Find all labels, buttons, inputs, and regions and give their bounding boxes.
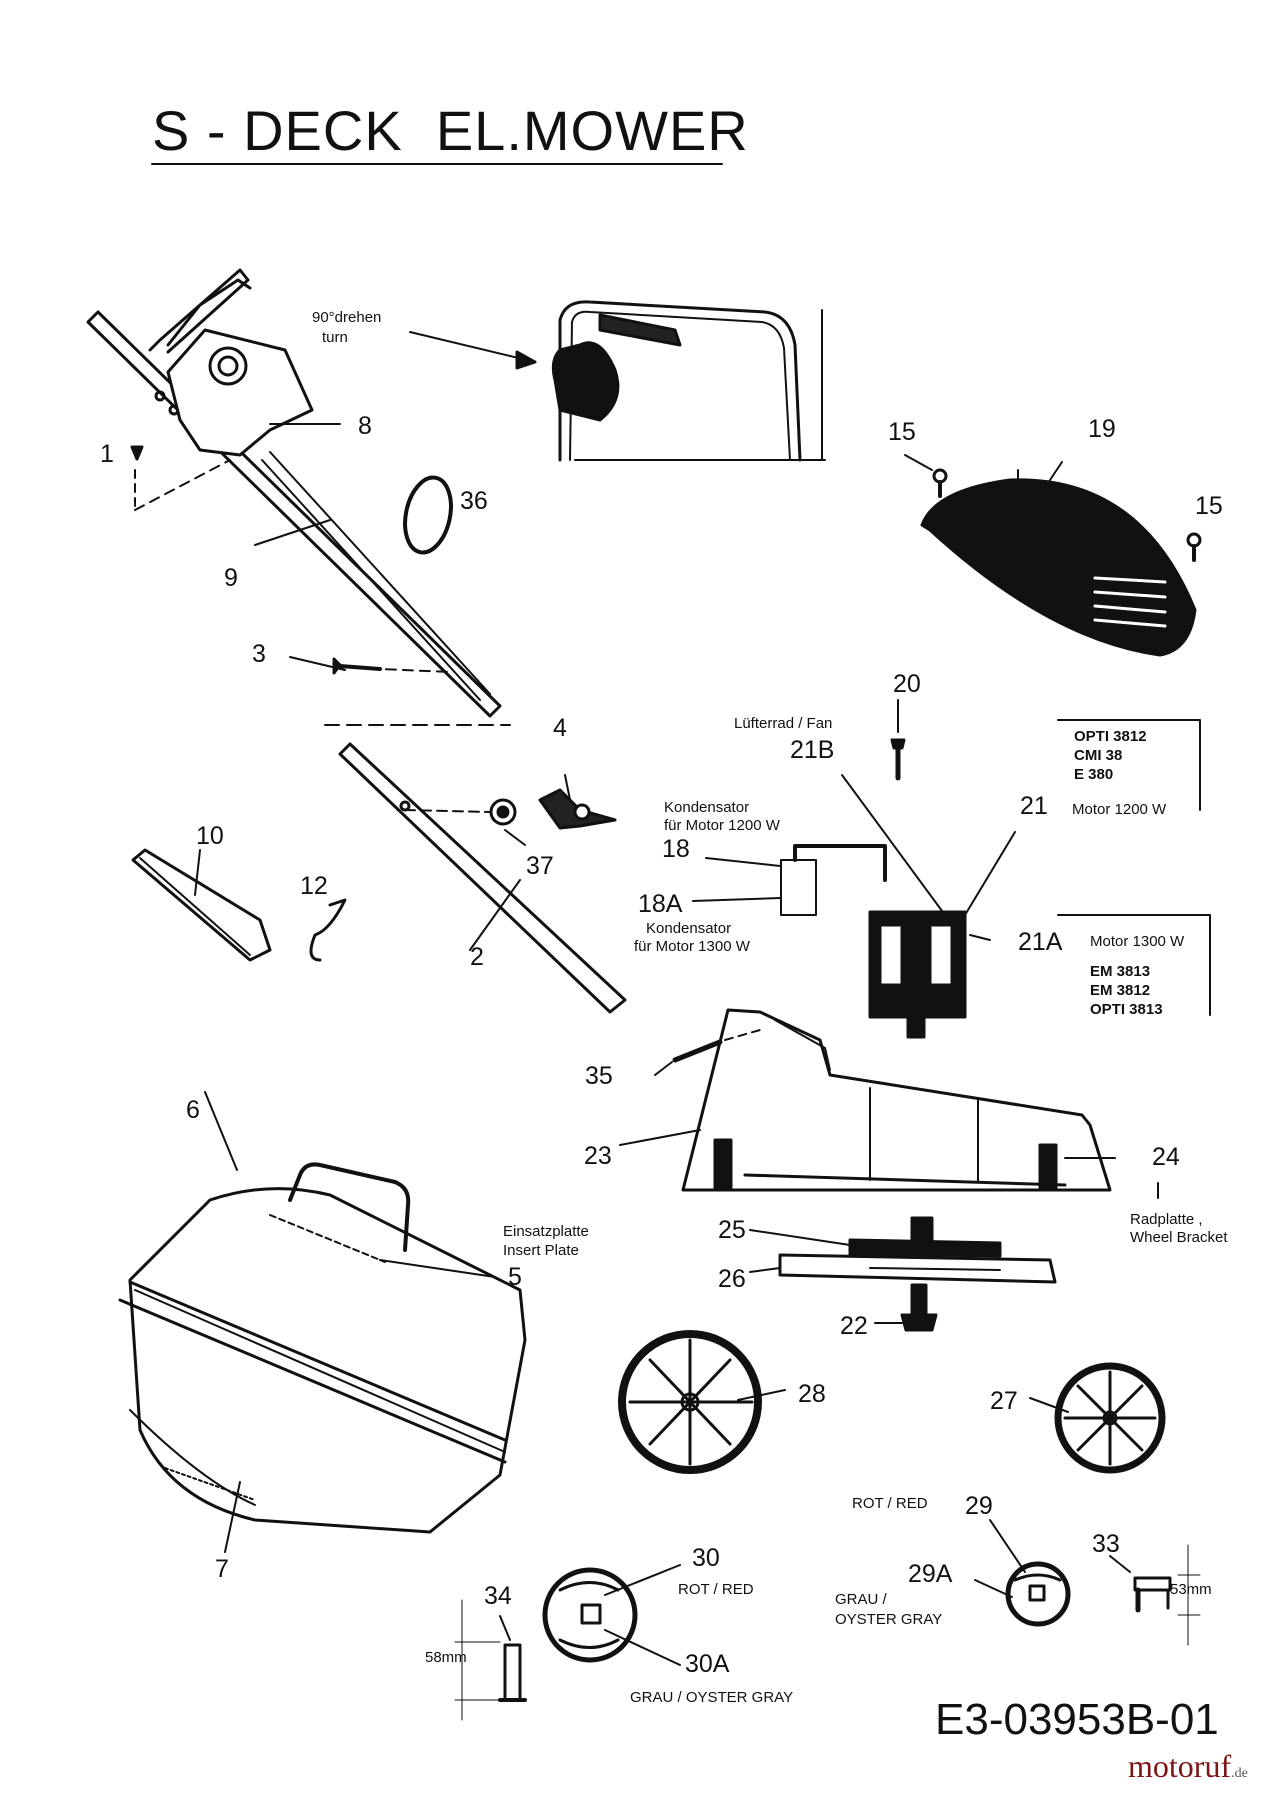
washer-37-part xyxy=(489,798,517,826)
dimension-58mm: 58mm xyxy=(425,1649,467,1666)
note-motor-1200: Motor 1200 W xyxy=(1072,801,1167,818)
watermark-brand: motoruf xyxy=(1128,1748,1232,1784)
note-red-29: ROT / RED xyxy=(852,1495,928,1512)
callout-15-left: 15 xyxy=(888,418,916,446)
callout-30: 30 xyxy=(692,1544,720,1572)
model-em-3813: EM 3813 xyxy=(1090,963,1151,980)
callout-15-right: 15 xyxy=(1195,492,1223,520)
callout-1: 1 xyxy=(100,440,114,468)
callout-21a: 21A xyxy=(1018,928,1063,956)
models-1300-bracket xyxy=(1057,914,1211,1016)
callout-36: 36 xyxy=(460,487,488,515)
note-gray-29-l2: OYSTER GRAY xyxy=(835,1611,943,1628)
note-turn-de: 90°drehen xyxy=(312,309,382,326)
callout-35: 35 xyxy=(585,1062,613,1090)
rear-wheel-part xyxy=(618,1330,786,1474)
callout-21: 21 xyxy=(1020,792,1048,820)
callout-8: 8 xyxy=(358,412,372,440)
note-capacitor-1200-l2: für Motor 1200 W xyxy=(664,817,780,834)
model-opti-3812: OPTI 3812 xyxy=(1074,728,1147,745)
note-red-30: ROT / RED xyxy=(678,1581,754,1598)
model-cmi-38: CMI 38 xyxy=(1074,747,1123,764)
discharge-flap-part xyxy=(131,848,272,962)
callout-3: 3 xyxy=(252,640,266,668)
lower-handle-part xyxy=(338,742,627,1014)
callout-10: 10 xyxy=(196,822,224,850)
note-gray-30: GRAU / OYSTER GRAY xyxy=(630,1689,794,1706)
model-e-380: E 380 xyxy=(1074,766,1114,783)
model-em-3812: EM 3812 xyxy=(1090,982,1151,999)
spring-12-part xyxy=(309,898,347,962)
note-capacitor-1300-l2: für Motor 1300 W xyxy=(634,938,750,955)
watermark-tld: .de xyxy=(1231,1766,1248,1781)
page-title: S - DECK EL.MOWER xyxy=(152,99,749,162)
axle-pin-34-part xyxy=(503,1643,522,1702)
upper-handle-part xyxy=(86,268,502,718)
motor-part xyxy=(841,774,1016,1039)
note-wheel-bracket-en: Wheel Bracket xyxy=(1130,1229,1228,1246)
callout-18: 18 xyxy=(662,835,690,863)
callout-37: 37 xyxy=(526,852,554,880)
note-capacitor-1300-l1: Kondensator xyxy=(646,920,732,937)
callout-9: 9 xyxy=(224,564,238,592)
callout-21b: 21B xyxy=(790,736,835,764)
callout-24: 24 xyxy=(1152,1143,1180,1171)
clip-36-part xyxy=(403,475,453,555)
callout-2: 2 xyxy=(470,943,484,971)
note-capacitor-1200-l1: Kondensator xyxy=(664,799,750,816)
fan-part xyxy=(848,1238,1002,1258)
callout-5: 5 xyxy=(508,1263,522,1291)
note-insert-plate-de: Einsatzplatte xyxy=(503,1223,589,1240)
capacitor-part xyxy=(780,859,817,916)
callout-33: 33 xyxy=(1092,1530,1120,1558)
callout-27: 27 xyxy=(990,1387,1018,1415)
blade-bolt-part xyxy=(910,1283,928,1319)
callout-29a: 29A xyxy=(908,1560,953,1588)
note-gray-29-l1: GRAU / xyxy=(835,1591,887,1608)
grass-catcher-part xyxy=(118,1091,527,1553)
switch-box-part xyxy=(166,328,314,457)
handle-turn-inset xyxy=(409,300,826,462)
deck-housing-part xyxy=(619,1008,1159,1199)
models-1200-bracket xyxy=(1057,719,1201,811)
callout-30a: 30A xyxy=(685,1650,730,1678)
hubcap-29-part xyxy=(974,1519,1071,1627)
callout-34: 34 xyxy=(484,1582,512,1610)
models-1200-list: OPTI 3812 CMI 38 E 380 xyxy=(1074,727,1147,784)
callout-23: 23 xyxy=(584,1142,612,1170)
document-id: E3-03953B-01 xyxy=(935,1695,1219,1744)
callout-22: 22 xyxy=(840,1312,868,1340)
callout-12: 12 xyxy=(300,872,328,900)
front-wheel-part xyxy=(1029,1362,1166,1474)
motor-cover-part xyxy=(920,461,1197,657)
note-motor-1300: Motor 1300 W xyxy=(1090,933,1185,950)
models-1300-list: EM 3813 EM 3812 OPTI 3813 xyxy=(1090,962,1163,1019)
note-turn-en: turn xyxy=(322,329,348,346)
callout-4: 4 xyxy=(553,714,567,742)
watermark-logo: motoruf.de xyxy=(1128,1748,1248,1785)
callout-25: 25 xyxy=(718,1216,746,1244)
note-wheel-bracket-de: Radplatte , xyxy=(1130,1211,1203,1228)
callout-20: 20 xyxy=(893,670,921,698)
callout-28: 28 xyxy=(798,1380,826,1408)
axle-pin-33-part xyxy=(1133,1576,1172,1592)
callout-26: 26 xyxy=(718,1265,746,1293)
callout-6: 6 xyxy=(186,1096,200,1124)
callout-29: 29 xyxy=(965,1492,993,1520)
callout-19: 19 xyxy=(1088,415,1116,443)
note-insert-plate-en: Insert Plate xyxy=(503,1242,579,1259)
dimension-53mm: 53mm xyxy=(1170,1581,1212,1598)
callout-18a: 18A xyxy=(638,890,683,918)
note-fan: Lüfterrad / Fan xyxy=(734,715,833,732)
hubcap-30-part xyxy=(542,1564,681,1666)
callout-7: 7 xyxy=(215,1555,229,1583)
model-opti-3813: OPTI 3813 xyxy=(1090,1001,1163,1018)
